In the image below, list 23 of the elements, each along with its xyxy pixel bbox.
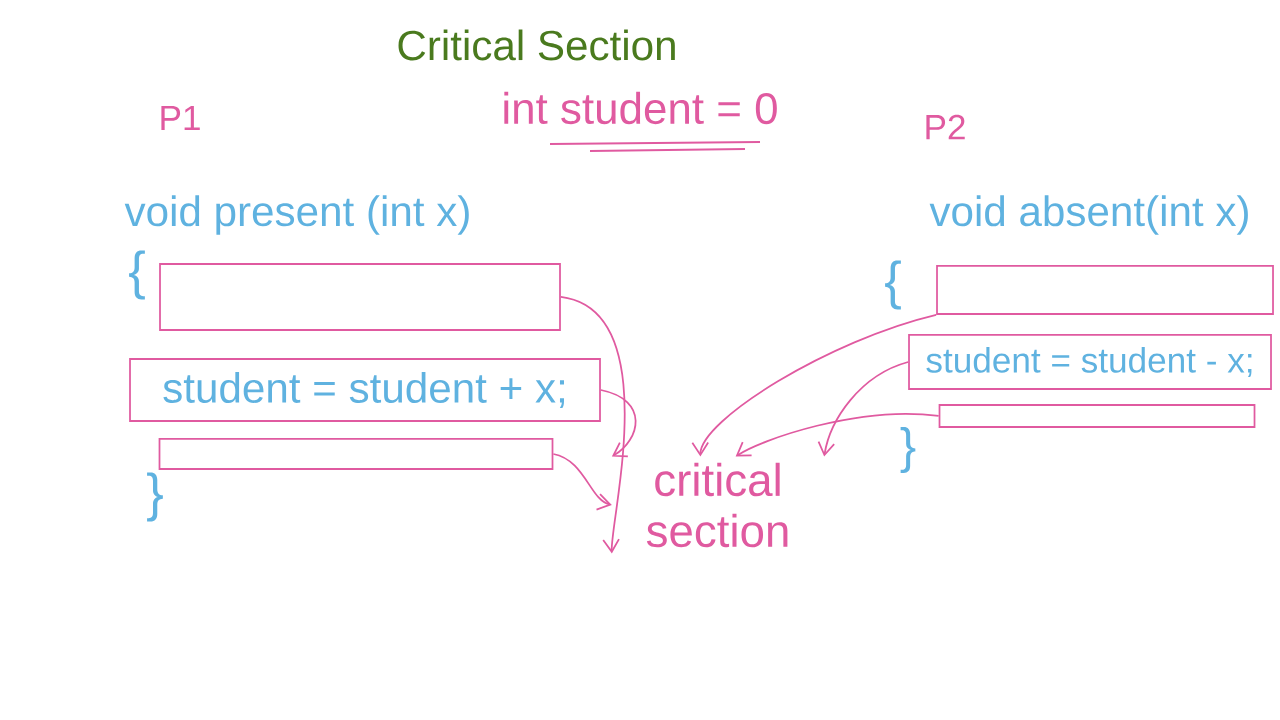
arrow — [735, 413, 940, 457]
code-box — [159, 263, 561, 331]
code-box — [938, 404, 1256, 428]
code-text: void present (int x) — [124, 195, 469, 235]
arrow — [600, 389, 637, 458]
process-name: P1 — [161, 105, 200, 131]
code-box — [158, 438, 554, 470]
code-box — [936, 265, 1274, 315]
code-box: student = student + x; — [129, 358, 601, 422]
brace: } — [147, 472, 163, 522]
arrow — [552, 453, 612, 511]
brace: { — [885, 260, 901, 310]
code-text: int student = 0 — [504, 91, 777, 125]
title: Critical Section — [398, 29, 675, 61]
process-name: P2 — [926, 114, 965, 140]
code-box: student = student - x; — [908, 334, 1272, 390]
arrow — [691, 314, 937, 457]
arrow — [560, 296, 626, 554]
code-text: void absent(int x) — [929, 195, 1248, 235]
brace: { — [129, 250, 145, 300]
arrow — [817, 361, 909, 457]
brace: } — [900, 427, 916, 473]
note: critical section — [646, 462, 788, 548]
